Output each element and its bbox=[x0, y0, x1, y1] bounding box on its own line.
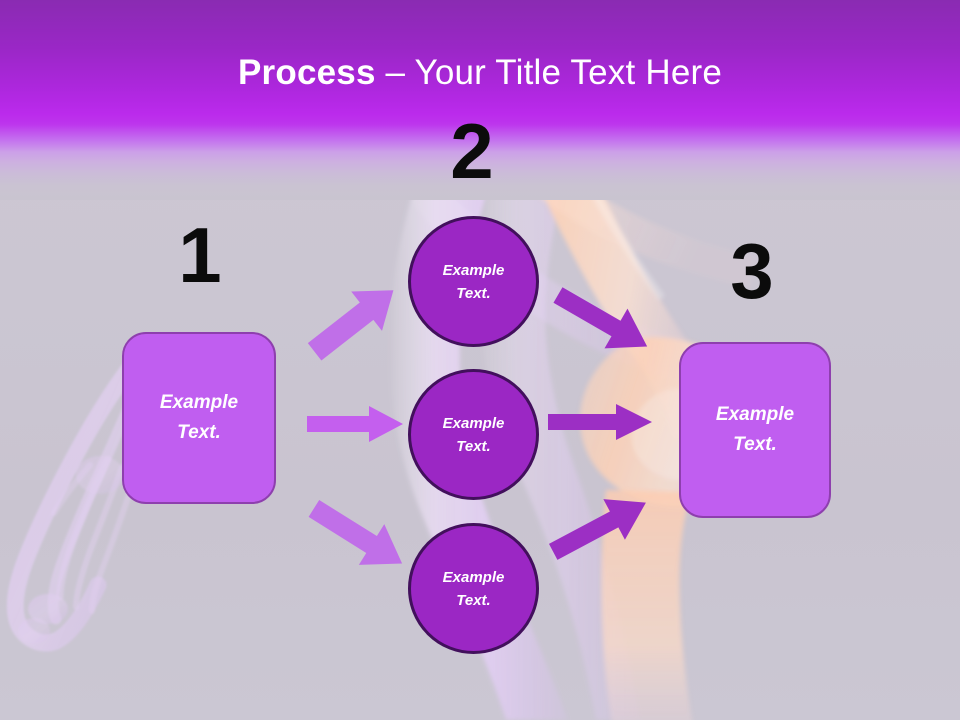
step-number-2: 2 bbox=[450, 107, 494, 195]
process-box-3[interactable]: Example Text. bbox=[679, 342, 831, 518]
slide-title-bold: Process bbox=[238, 53, 376, 92]
slide-title-rest: Your Title Text Here bbox=[414, 53, 722, 92]
process-circle-3-line2: Text. bbox=[456, 591, 491, 609]
process-circle-2-line2: Text. bbox=[456, 437, 491, 455]
process-box-3-line2: Text. bbox=[733, 434, 777, 455]
process-box-1-line2: Text. bbox=[177, 422, 221, 443]
process-circle-1-line2: Text. bbox=[456, 284, 491, 302]
step-number-3: 3 bbox=[730, 227, 774, 315]
process-circle-3[interactable]: Example Text. bbox=[408, 523, 539, 654]
step-number-1: 1 bbox=[178, 211, 222, 299]
process-circle-3-line1: Example bbox=[442, 568, 505, 586]
process-circle-2[interactable]: Example Text. bbox=[408, 369, 539, 500]
process-circle-2-line1: Example bbox=[442, 414, 505, 432]
slide-title: Process – Your Title Text Here bbox=[0, 52, 960, 94]
process-circle-1-line1: Example bbox=[442, 261, 505, 279]
process-box-1-line1: Example bbox=[159, 392, 239, 413]
slide-title-dash: – bbox=[375, 53, 415, 92]
process-circle-1[interactable]: Example Text. bbox=[408, 216, 539, 347]
process-box-3-line1: Example bbox=[715, 404, 795, 425]
process-box-1[interactable]: Example Text. bbox=[122, 332, 276, 504]
